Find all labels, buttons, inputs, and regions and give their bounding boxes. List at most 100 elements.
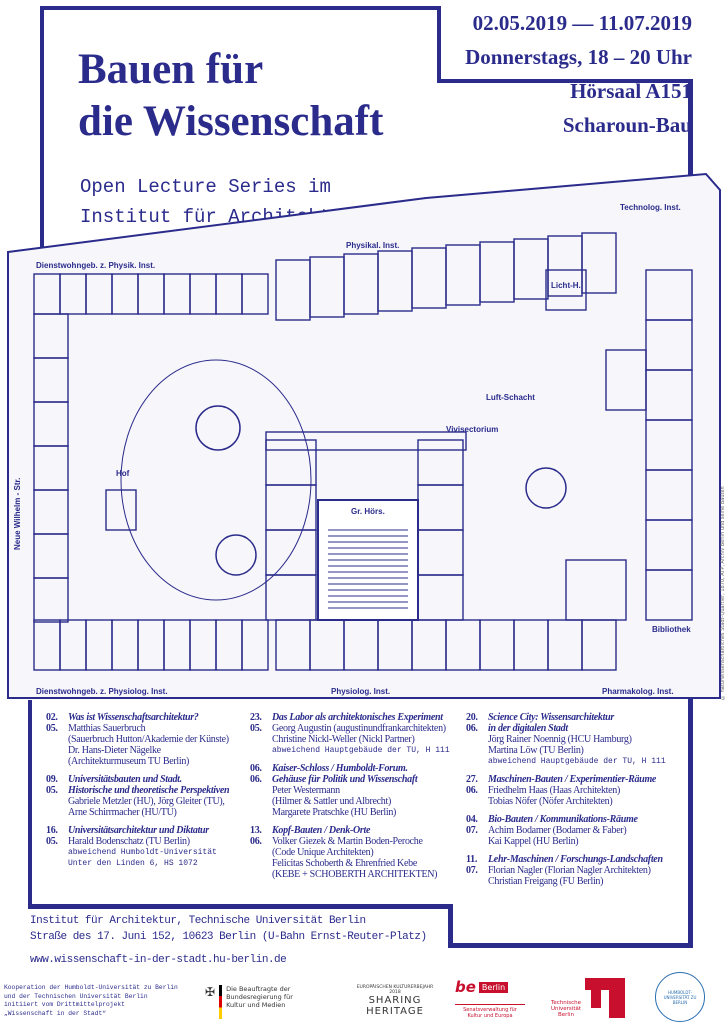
lecture-entry: 20.Science City: Wissensarchitektur 06.i… <box>466 712 686 767</box>
room <box>565 559 627 621</box>
be-mark: be <box>455 978 476 996</box>
berlin-logo: be Berlin Senatsverwaltung für Kultur un… <box>455 978 525 1019</box>
lecture-title: Was ist Wissenschaftsarchitektur? <box>68 712 199 723</box>
fountain <box>525 467 567 509</box>
lecture-speaker: (Sauerbruch Hutton/Akademie der Künste) <box>68 734 229 745</box>
lecture-entry: 02. Was ist Wissenschaftsarchitektur? 05.… <box>46 712 246 767</box>
lecture-month: 06. <box>250 836 262 847</box>
frame-left <box>40 6 44 256</box>
map-label: Physikal. Inst. <box>346 241 399 250</box>
lecture-day: 04. <box>466 814 478 825</box>
lecture-speaker: Christine Nickl-Weller (Nickl Partner) <box>272 734 415 745</box>
garden-path <box>120 359 312 601</box>
lecture-day: 06. <box>250 763 262 774</box>
lecture-month: 05. <box>46 723 58 734</box>
title-line: die Wissenschaft <box>78 98 384 145</box>
website-link[interactable]: www.wissenschaft-in-der-stadt.hu-berlin.… <box>30 954 287 966</box>
room <box>605 349 647 411</box>
lecture-day: 13. <box>250 825 262 836</box>
hu-text: HUMBOLDT-UNIVERSITÄT ZU BERLIN <box>663 989 697 1005</box>
cooperation-note: Kooperation der Humboldt-Universität zu … <box>4 984 178 1018</box>
event-room: Hörsaal A151 <box>570 79 692 103</box>
room <box>241 619 269 671</box>
room <box>265 431 467 451</box>
lecture-entry: 06. Kaiser-Schloss / Humboldt-Forum. 06. G… <box>250 763 462 818</box>
lecture-entry: 16.Universitätsarchitektur und Diktatur … <box>46 825 246 869</box>
lecture-month: 05. <box>250 723 262 734</box>
event-building: Scharoun-Bau <box>562 113 692 137</box>
bkm-logo: ✠ Die Beauftragte der Bundesregierung fü… <box>205 985 306 1019</box>
lecture-month: 05. <box>46 785 58 796</box>
lecture-speaker: (KEBE + SCHOBERTH ARCHITEKTEN) <box>272 869 438 880</box>
subtitle-line: Open Lecture Series im <box>80 176 331 198</box>
room <box>581 232 617 294</box>
lecture-speaker: Jörg Rainer Noennig (HCU Hamburg) <box>488 734 632 745</box>
coop-line: „Wissenschaft in der Stadt“ <box>4 1009 107 1017</box>
coop-line: und der Technischen Universität Berlin <box>4 992 148 1000</box>
lecture-title: Bio-Bauten / Kommunikations-Räume <box>488 814 638 825</box>
lecture-speaker: Tobias Nöfer (Nöfer Architekten) <box>488 796 613 807</box>
page-title: Bauen für die Wissenschaft <box>78 44 383 148</box>
lecture-day: 16. <box>46 825 58 836</box>
lecture-day: 27. <box>466 774 478 785</box>
lecture-speaker: Margarete Pratschke (HU Berlin) <box>272 807 397 818</box>
address-line: Straße des 17. Juni 152, 10623 Berlin (U… <box>30 931 427 943</box>
tu-logo: Technische Universität Berlin <box>550 978 625 1018</box>
lecture-day: 11. <box>466 854 478 865</box>
lecture-speaker: Christian Freigang (FU Berlin) <box>488 876 604 887</box>
sharing-heritage-logo: EUROPÄISCHEN KULTURERBEJAHR 2018 SHARING… <box>355 985 435 1017</box>
map-label: Dienstwohngeb. z. Physik. Inst. <box>36 261 155 270</box>
lecture-speaker: Georg Augustin (augustinundfrankarchitek… <box>272 723 446 734</box>
heritage-text: SHARING HERITAGE <box>366 995 424 1017</box>
room <box>241 273 269 315</box>
lecture-entry: 04. Bio-Bauten / Kommunikations-Räume 07.… <box>466 814 686 847</box>
map-label: Physiolog. Inst. <box>331 687 390 696</box>
lecture-title: Universitätsarchitektur und Diktatur <box>68 825 209 836</box>
lecture-day: 02. <box>46 712 58 723</box>
map-label: Dienstwohngeb. z. Physiolog. Inst. <box>36 687 168 696</box>
map-label: Hof <box>116 469 130 478</box>
lecture-day: 20. <box>466 712 478 723</box>
frame-left-bottom <box>28 700 32 908</box>
lecture-venue-note: abweichend Humboldt-Universität <box>68 848 217 857</box>
address-line: Institut für Architektur, Technische Uni… <box>30 915 366 927</box>
berlin-text: Berlin <box>478 981 509 993</box>
fountain <box>215 534 257 576</box>
lecture-title: Universitätsbauten und Stadt. <box>68 774 182 785</box>
event-time: Donnerstags, 18 – 20 Uhr <box>465 45 692 69</box>
lecture-month: 05. <box>46 836 58 847</box>
event-dates: 02.05.2019 — 11.07.2019 <box>472 11 692 35</box>
map-label: Luft-Schacht <box>486 393 535 402</box>
lecture-column: 20.Science City: Wissensarchitektur 06.i… <box>466 712 686 894</box>
lecture-speaker: Martina Löw (TU Berlin) <box>488 745 584 756</box>
lecture-column: 23.Das Labor als architektonisches Exper… <box>250 712 462 887</box>
event-info: 02.05.2019 — 11.07.2019 Donnerstags, 18 … <box>465 6 692 142</box>
lecture-title-2: Gehäuse für Politik und Wissenschaft <box>272 774 418 785</box>
lecture-speaker: Felicitas Schoberth & Ehrenfried Kebe <box>272 858 417 869</box>
tu-mark <box>585 978 625 1018</box>
lecture-entry: 13.Kopf-Bauten / Denk-Orte 06.Volker Gie… <box>250 825 462 880</box>
lecture-speaker: (Code Unique Architekten) <box>272 847 374 858</box>
lecture-month: 06. <box>466 785 478 796</box>
map-label: Vivisectorium <box>446 425 498 434</box>
lecture-speaker: Harald Bodenschatz (TU Berlin) <box>68 836 190 847</box>
lecture-title: Science City: Wissensarchitektur <box>488 712 614 723</box>
lecture-month: 06. <box>250 774 262 785</box>
coop-line: initiiert vom Drittmittelprojekt <box>4 1001 125 1008</box>
image-credit: © naturwissenschaftliches Stadt-Quartier… <box>720 486 726 700</box>
bkm-text: Die Beauftragte der Bundesregierung für … <box>226 985 293 1009</box>
lecture-title: Kaiser-Schloss / Humboldt-Forum. <box>272 763 408 774</box>
lecture-speaker: Kai Kappel (HU Berlin) <box>488 836 579 847</box>
lecture-speaker: Friedhelm Haas (Haas Architekten) <box>488 785 620 796</box>
room <box>33 577 69 623</box>
lecture-title: Das Labor als architektonisches Experime… <box>272 712 443 723</box>
lecture-speaker: Dr. Hans-Dieter Nägelke <box>68 745 161 756</box>
lecture-month: 07. <box>466 825 478 836</box>
coop-line: Kooperation der Humboldt-Universität zu … <box>4 984 178 991</box>
map-label: Licht-H. <box>551 281 581 290</box>
frame-top <box>40 6 440 10</box>
lecture-entry: 09.Universitätsbauten und Stadt. 05.Hist… <box>46 774 246 818</box>
lecture-entry: 27.Maschinen-Bauten / Experimentier-Räum… <box>466 774 686 807</box>
lecture-month: 07. <box>466 865 478 876</box>
title-line: Bauen für <box>78 46 264 93</box>
